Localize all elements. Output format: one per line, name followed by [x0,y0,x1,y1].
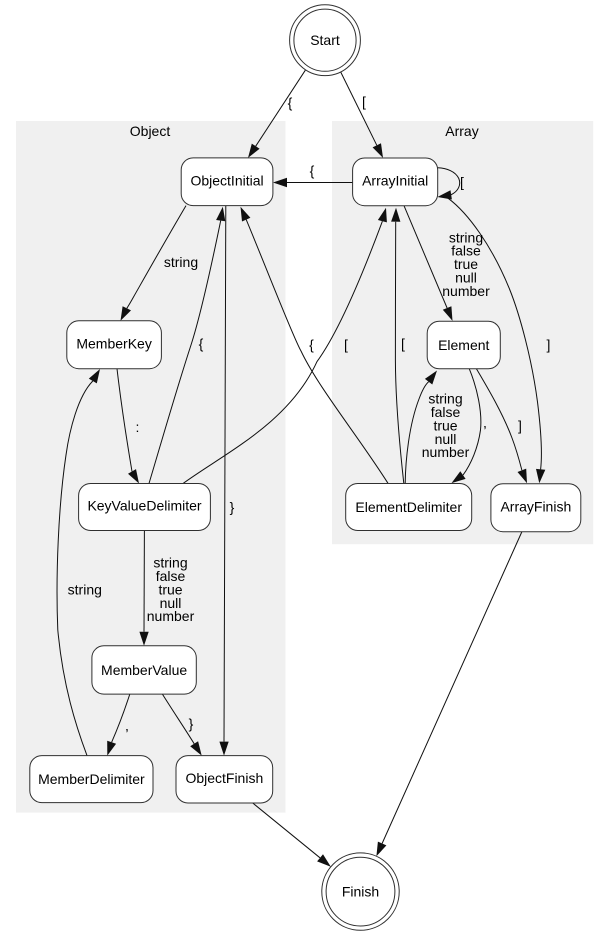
svg-text:]: ] [518,417,522,433]
svg-text:MemberValue: MemberValue [101,662,187,678]
svg-text:true: true [433,417,457,433]
svg-text:string: string [68,581,102,597]
svg-text:{: { [288,95,293,111]
svg-text:false: false [156,568,186,584]
svg-text:number: number [422,444,470,460]
svg-text:[: [ [401,336,405,352]
svg-text:[: [ [362,94,366,110]
svg-text:ArrayInitial: ArrayInitial [362,172,428,188]
svg-text:ObjectFinish: ObjectFinish [185,770,263,786]
svg-text:null: null [160,595,182,611]
svg-text:true: true [454,256,478,272]
svg-text:Array: Array [445,123,478,139]
svg-text::: : [136,419,140,435]
svg-text:{: { [310,162,315,178]
svg-text:Object: Object [130,123,171,139]
svg-text:Element: Element [438,337,489,353]
svg-text:Start: Start [310,32,340,48]
svg-text:[: [ [344,337,348,353]
svg-text:ElementDelimiter: ElementDelimiter [355,499,462,515]
svg-text:Finish: Finish [342,884,379,900]
svg-text:{: { [309,337,314,353]
svg-text:{: { [199,336,204,352]
svg-text:false: false [431,404,461,420]
svg-text:]: ] [546,337,550,353]
svg-text:string: string [164,254,198,270]
svg-text:MemberKey: MemberKey [76,335,151,351]
svg-text:null: null [455,270,477,286]
svg-text:}: } [230,499,235,515]
svg-text:ObjectInitial: ObjectInitial [190,172,263,188]
svg-text:false: false [451,243,481,259]
svg-text:string: string [449,229,483,245]
svg-text:}: } [189,716,194,732]
svg-text:,: , [483,415,487,431]
svg-text:MemberDelimiter: MemberDelimiter [38,771,145,787]
svg-text:string: string [428,391,462,407]
svg-text:[: [ [460,174,464,190]
svg-text:KeyValueDelimiter: KeyValueDelimiter [87,498,201,514]
svg-text:,: , [125,718,129,734]
svg-text:true: true [158,581,182,597]
svg-text:string: string [153,555,187,571]
svg-text:null: null [435,431,457,447]
svg-text:number: number [147,608,195,624]
svg-text:ArrayFinish: ArrayFinish [500,498,571,514]
svg-text:number: number [442,283,490,299]
